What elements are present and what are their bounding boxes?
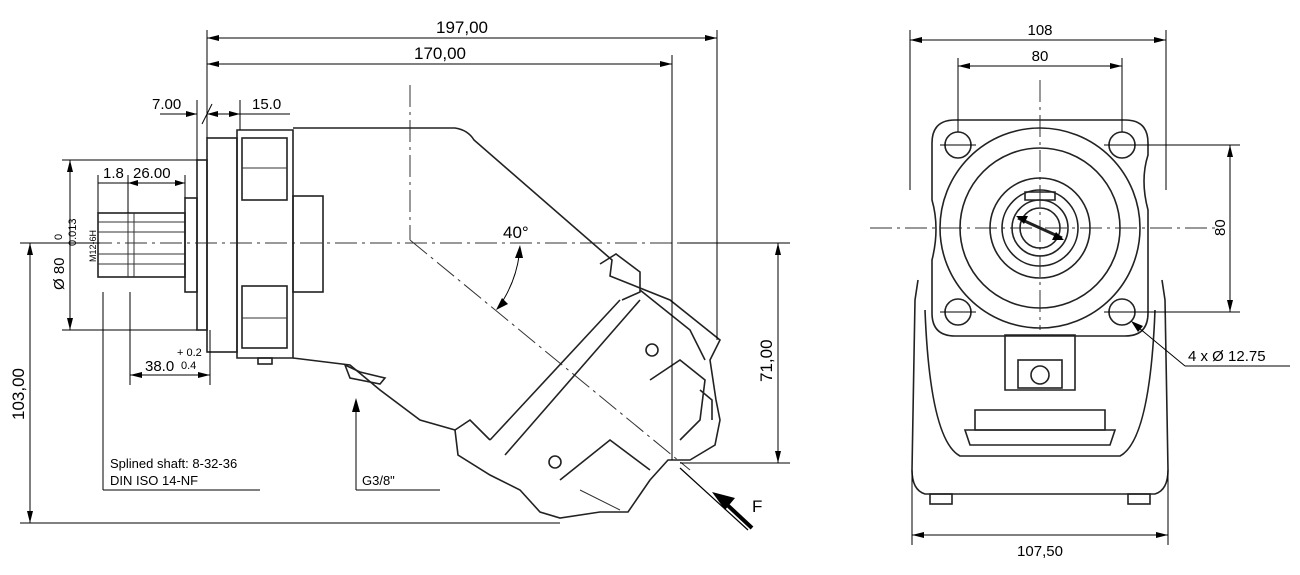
dim-pilot-tol-upper: 0 [53, 234, 65, 240]
dim-bent-axis-angle: 40° [496, 223, 529, 310]
dim-bent-axis-angle-label: 40° [503, 223, 529, 242]
shaft-note: Splined shaft: 8-32-36 DIN ISO 14-NF [102, 292, 260, 491]
port-thread-label: G3/8" [362, 473, 395, 488]
shaft-note-line1: Splined shaft: 8-32-36 [110, 456, 237, 471]
dim-port-height: 71,00 [680, 242, 790, 464]
shaft-note-line2: DIN ISO 14-NF [110, 473, 198, 488]
dim-shaft-projection-label: 38.0 [145, 358, 174, 375]
dim-total-height-label: 103,00 [9, 368, 28, 420]
dim-shaft-shoulder-label: 1.8 [103, 165, 124, 182]
dim-flange-length: 170,00 [207, 44, 673, 460]
square-flange [931, 119, 1149, 337]
dim-base-width-label: 107,50 [1017, 543, 1063, 560]
dim-flange-thickness-label: 7.00 [152, 96, 181, 113]
dim-pilot-depth-label: 15.0 [252, 96, 281, 113]
dim-pilot-diameter-label: Ø 80 [51, 257, 68, 290]
bolt-holes-label: 4 x Ø 12.75 [1188, 348, 1266, 365]
dim-bolt-spacing-horizontal-label: 80 [1032, 48, 1049, 65]
pump-housing [292, 127, 722, 519]
dim-shaft-projection-tol-lower: 0.4 [181, 360, 196, 372]
dim-pilot-diameter: Ø 80 0 0.013 M12-6H [51, 159, 197, 331]
dim-total-height: 103,00 [9, 242, 560, 524]
dim-pilot-tol-lower: 0.013 [67, 218, 79, 246]
dim-flange-length-label: 170,00 [414, 44, 466, 63]
port-note: G3/8" [352, 398, 440, 491]
force-label: F [752, 497, 762, 516]
side-view: 197,00 170,00 7.00 15.0 [9, 18, 790, 531]
dim-shaft-projection-tol-upper: + 0.2 [177, 347, 202, 359]
dim-flange-thickness: 7.00 15.0 [152, 96, 290, 160]
mounting-flange [196, 129, 324, 365]
dim-bolt-spacing-vertical: 80 [1122, 144, 1240, 313]
dim-port-height-label: 71,00 [757, 339, 776, 382]
force-arrow: F [679, 467, 762, 531]
splined-shaft [97, 197, 198, 293]
dim-flange-width-label: 108 [1027, 22, 1052, 39]
dim-shaft-projection: 38.0 + 0.2 0.4 [129, 292, 211, 385]
dim-overall-length-label: 197,00 [436, 18, 488, 37]
bolt-holes-callout: 4 x Ø 12.75 [1131, 321, 1290, 367]
front-housing [911, 279, 1169, 505]
dim-shaft-length-label: 26.00 [133, 165, 171, 182]
front-view: 108 80 80 4 x [870, 22, 1290, 560]
dim-flange-width: 108 [909, 22, 1167, 190]
cylinder-centerline [409, 239, 691, 471]
dim-bolt-spacing-vertical-label: 80 [1212, 219, 1229, 236]
shaft-thread-label: M12-6H [88, 230, 98, 262]
dim-base-width: 107,50 [911, 470, 1169, 560]
dim-overall-length: 197,00 [206, 18, 718, 340]
dim-shaft-length: 1.8 26.00 [97, 165, 186, 213]
